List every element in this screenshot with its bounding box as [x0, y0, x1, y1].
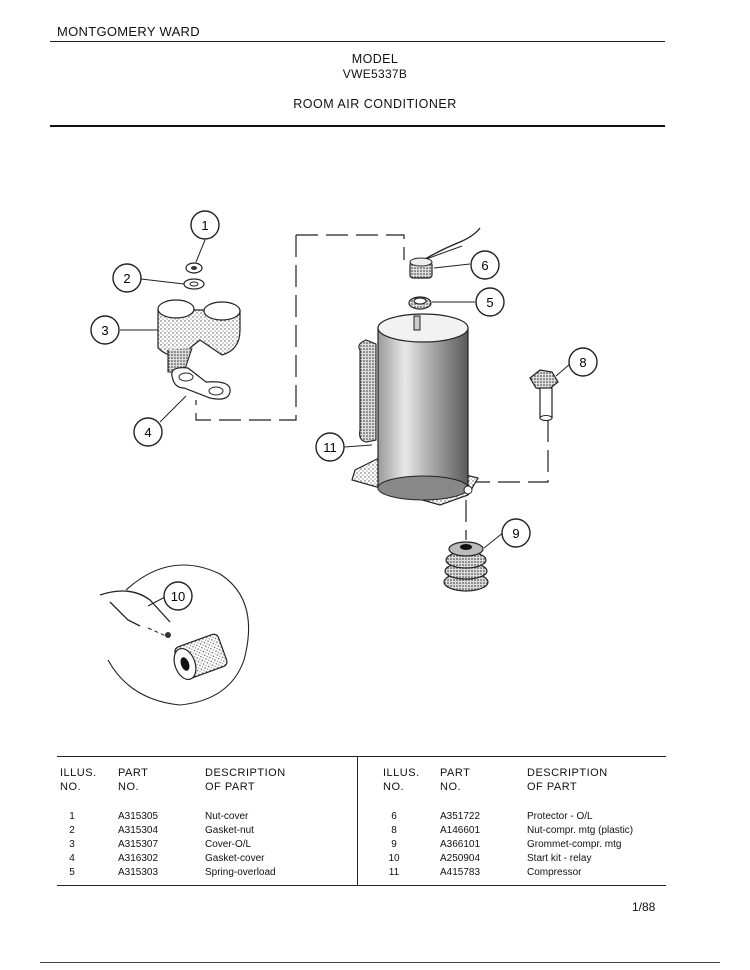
table-row-illus: 9 — [391, 839, 397, 850]
svg-text:3: 3 — [101, 323, 108, 338]
table-row-description: Gasket-cover — [205, 853, 265, 864]
table-row-part: A415783 — [440, 867, 481, 878]
svg-text:6: 6 — [481, 258, 488, 273]
part-gasket-cover — [171, 367, 231, 400]
table-row-part: A315304 — [118, 825, 159, 836]
page-number: 1/88 — [632, 900, 656, 914]
table-row-illus: 6 — [391, 811, 397, 822]
part-gasket-nut — [183, 278, 205, 290]
table-row-part: A250904 — [440, 853, 481, 864]
table-row-part: A315307 — [118, 839, 159, 850]
part-start-kit-detail — [99, 564, 250, 706]
part-spring-overload — [408, 296, 432, 310]
header-part-right-line2: NO. — [440, 781, 462, 793]
table-row-illus: 4 — [69, 853, 75, 864]
table-row-description: Protector - O/L — [527, 811, 593, 822]
exploded-parts-diagram: 1 2 3 4 5 6 8 9 — [90, 210, 598, 706]
svg-text:1: 1 — [201, 218, 208, 233]
table-row-description: Cover-O/L — [205, 839, 252, 850]
callout-10: 10 — [163, 581, 193, 611]
header-part-right: PART NO. — [440, 766, 470, 794]
callout-6: 6 — [470, 250, 500, 280]
part-cover-ol — [157, 299, 241, 373]
table-row-description: Grommet-compr. mtg — [527, 839, 622, 850]
svg-text:8: 8 — [579, 355, 586, 370]
callout-11: 11 — [315, 432, 345, 462]
footer-rule — [40, 962, 720, 963]
callout-5: 5 — [475, 287, 505, 317]
header-desc-right-line2: OF PART — [527, 781, 578, 793]
table-row-illus: 5 — [69, 867, 75, 878]
table-column-divider — [357, 756, 358, 885]
header-illus: ILLUS. NO. — [60, 766, 97, 794]
table-row-illus: 11 — [388, 867, 400, 878]
svg-text:2: 2 — [123, 271, 130, 286]
header-illus-right-line2: NO. — [383, 781, 405, 793]
brand-name: MONTGOMERY WARD — [57, 24, 200, 39]
table-row-part: A351722 — [440, 811, 481, 822]
part-protector-ol — [409, 227, 481, 279]
header-part-line2: NO. — [118, 781, 140, 793]
table-row-illus: 2 — [69, 825, 75, 836]
header-part-right-line1: PART — [440, 767, 471, 779]
table-row-illus: 8 — [391, 825, 397, 836]
header-desc-right-line1: DESCRIPTION — [527, 767, 608, 779]
svg-text:4: 4 — [144, 425, 151, 440]
table-row-illus: 3 — [69, 839, 75, 850]
part-grommet — [443, 541, 489, 592]
header-desc-line2: OF PART — [205, 781, 256, 793]
table-row-illus: 10 — [388, 853, 400, 864]
callout-8: 8 — [568, 347, 598, 377]
table-row-description: Spring-overload — [205, 867, 276, 878]
table-row-description: Nut-cover — [205, 811, 249, 822]
svg-text:11: 11 — [323, 440, 337, 455]
header-desc-line1: DESCRIPTION — [205, 767, 286, 779]
callout-1: 1 — [190, 210, 220, 240]
table-row-description: Gasket-nut — [205, 825, 254, 836]
table-row-part: A316302 — [118, 853, 159, 864]
leader-lines — [120, 239, 571, 607]
header-description: DESCRIPTION OF PART — [205, 766, 286, 794]
svg-text:5: 5 — [486, 295, 493, 310]
title-rule — [50, 125, 665, 127]
callout-4: 4 — [133, 417, 163, 447]
table-row-part: A366101 — [440, 839, 481, 850]
table-row-part: A146601 — [440, 825, 481, 836]
callout-labels: 1 2 3 4 5 6 8 9 — [90, 210, 598, 611]
header-illus-right-line1: ILLUS. — [383, 767, 420, 779]
table-row-illus: 1 — [69, 811, 75, 822]
svg-text:9: 9 — [512, 526, 519, 541]
model-number: VWE5337B — [342, 67, 408, 81]
part-nut-cover — [185, 262, 203, 274]
product-title: ROOM AIR CONDITIONER — [293, 97, 457, 111]
header-illus-right: ILLUS. NO. — [383, 766, 420, 794]
table-row-description: Nut-compr. mtg (plastic) — [527, 825, 634, 836]
table-top-rule — [57, 756, 666, 757]
callout-9: 9 — [501, 518, 531, 548]
connector-lines — [195, 234, 549, 540]
header-illus-line1: ILLUS. — [60, 767, 97, 779]
model-label: MODEL — [351, 52, 399, 66]
callout-3: 3 — [90, 315, 120, 345]
svg-text:10: 10 — [171, 589, 185, 604]
table-row-description: Compressor — [527, 867, 582, 878]
part-compressor — [351, 313, 479, 506]
part-mounting-nut — [529, 369, 559, 421]
table-row-part: A315303 — [118, 867, 159, 878]
header-description-right: DESCRIPTION OF PART — [527, 766, 608, 794]
callout-2: 2 — [112, 263, 142, 293]
header-illus-line2: NO. — [60, 781, 82, 793]
header-rule — [50, 41, 665, 42]
table-row-part: A315305 — [118, 811, 159, 822]
header-part-line1: PART — [118, 767, 149, 779]
header-part: PART NO. — [118, 766, 148, 794]
table-row-description: Start kit - relay — [527, 853, 592, 864]
table-bottom-rule — [57, 885, 666, 886]
